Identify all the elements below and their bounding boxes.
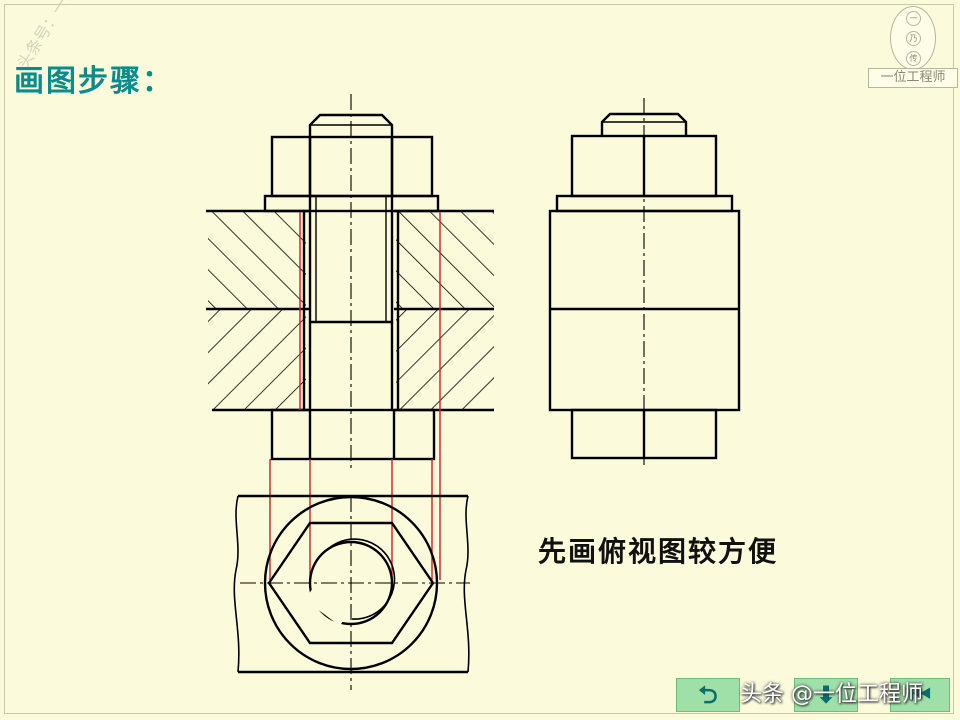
skip-back-icon[interactable]: ⏮ xyxy=(890,678,950,712)
logo-dot: 传 xyxy=(906,51,921,66)
logo-text: 一位工程师 xyxy=(868,68,958,88)
slide-navigation: ⮌ ⬇ ⏮ xyxy=(676,676,952,716)
front-view xyxy=(206,113,494,461)
logo-dot: 一 xyxy=(906,11,921,26)
down-arrow-icon[interactable]: ⬇ xyxy=(794,678,858,712)
caption: 先画俯视图较方便 xyxy=(538,535,779,568)
u-turn-icon[interactable]: ⮌ xyxy=(676,678,740,712)
logo-circle: 一 乃 传 xyxy=(890,6,936,70)
logo: 一 乃 传 一位工程师 xyxy=(866,2,958,88)
slide-title: 画图步骤： xyxy=(14,64,174,99)
logo-dot: 乃 xyxy=(906,31,921,46)
thread-break xyxy=(305,580,348,626)
slide-frame xyxy=(4,4,954,714)
credit-watermark: 头条 @一位工程师 xyxy=(740,682,923,707)
projection-lines xyxy=(269,212,441,580)
